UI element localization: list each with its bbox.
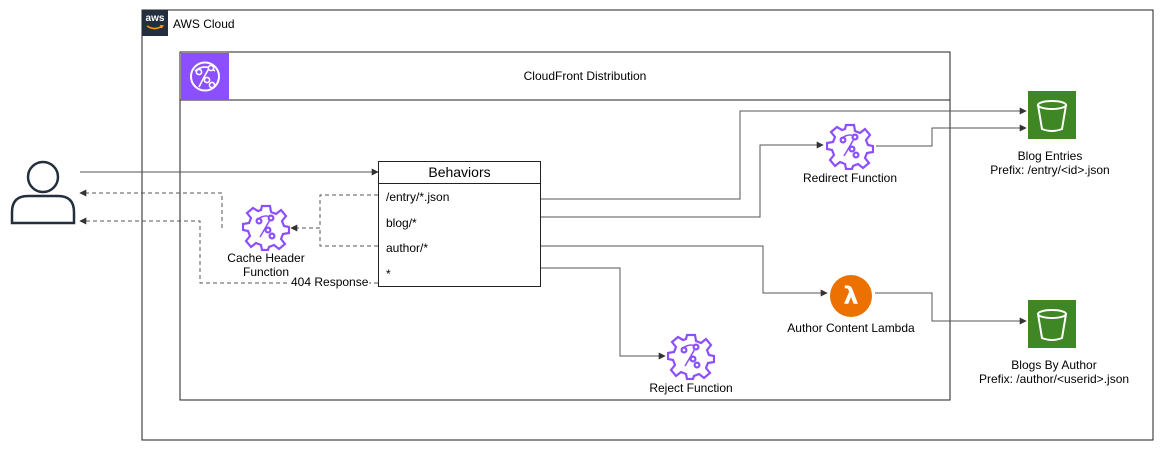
behaviors-header: Behaviors <box>379 162 540 184</box>
behavior-default: * <box>386 267 391 281</box>
blog-entries-label-line1: Blog Entries <box>1017 149 1083 163</box>
blog-entries-bucket <box>1028 91 1076 139</box>
lambda-icon: λ <box>830 275 872 317</box>
edge-author-to-cache <box>319 228 378 247</box>
blogs-by-author-label-line2: Prefix: /author/<userid>.json <box>978 372 1130 386</box>
behaviors-table: Behaviors /entry/*.json blog/* author/* … <box>378 161 541 287</box>
aws-logo: aws <box>142 10 168 36</box>
cache-header-function-icon <box>241 204 291 252</box>
redirect-function-icon <box>825 123 875 171</box>
behavior-author: author/* <box>386 241 429 255</box>
cache-header-label-line1: Cache Header <box>227 251 305 265</box>
behavior-blog: blog/* <box>386 216 417 230</box>
cache-header-function <box>241 203 291 252</box>
s3-bucket-icon <box>1037 309 1067 341</box>
blogs-by-author-bucket <box>1028 300 1076 348</box>
edge-cache-to-user-1 <box>79 189 223 228</box>
svg-text:λ: λ <box>843 282 858 310</box>
redirect-function <box>825 122 875 171</box>
aws-cloud-boundary <box>141 9 1154 441</box>
edge-redirect-to-blog-entries <box>876 124 1027 147</box>
blog-entries-label-line2: Prefix: /entry/<id>.json <box>990 163 1110 177</box>
cloudfront-icon <box>181 53 229 100</box>
edge-star-to-reject <box>540 267 666 360</box>
s3-bucket-icon <box>1037 100 1067 132</box>
reject-function <box>666 332 716 381</box>
edge-entry-to-blog-entries <box>540 107 1027 200</box>
redirect-function-label: Redirect Function <box>802 171 898 185</box>
behaviors-title: Behaviors <box>428 164 491 180</box>
not-found-edge-label: 404 Response <box>290 275 370 289</box>
edge-entry-to-cache <box>290 194 378 232</box>
blogs-by-author-label-line1: Blogs By Author <box>1011 358 1097 372</box>
aws-logo-text: aws <box>145 13 165 24</box>
edge-author-to-lambda <box>540 245 828 297</box>
edge-blog-to-redirect <box>540 141 824 218</box>
edge-lambda-to-blogs-by-author <box>875 292 1027 325</box>
author-content-lambda: λ <box>829 274 873 318</box>
reject-function-label: Reject Function <box>649 381 733 395</box>
aws-cloud-title: AWS Cloud <box>173 17 235 31</box>
cloudfront-distribution-boundary <box>179 51 951 401</box>
distribution-title: CloudFront Distribution <box>523 69 647 83</box>
behavior-entry-json: /entry/*.json <box>386 190 450 204</box>
user-icon <box>10 160 76 225</box>
cache-header-label-line2: Function <box>242 265 290 279</box>
lambda-label: Author Content Lambda <box>787 321 915 335</box>
reject-function-icon <box>666 333 716 381</box>
